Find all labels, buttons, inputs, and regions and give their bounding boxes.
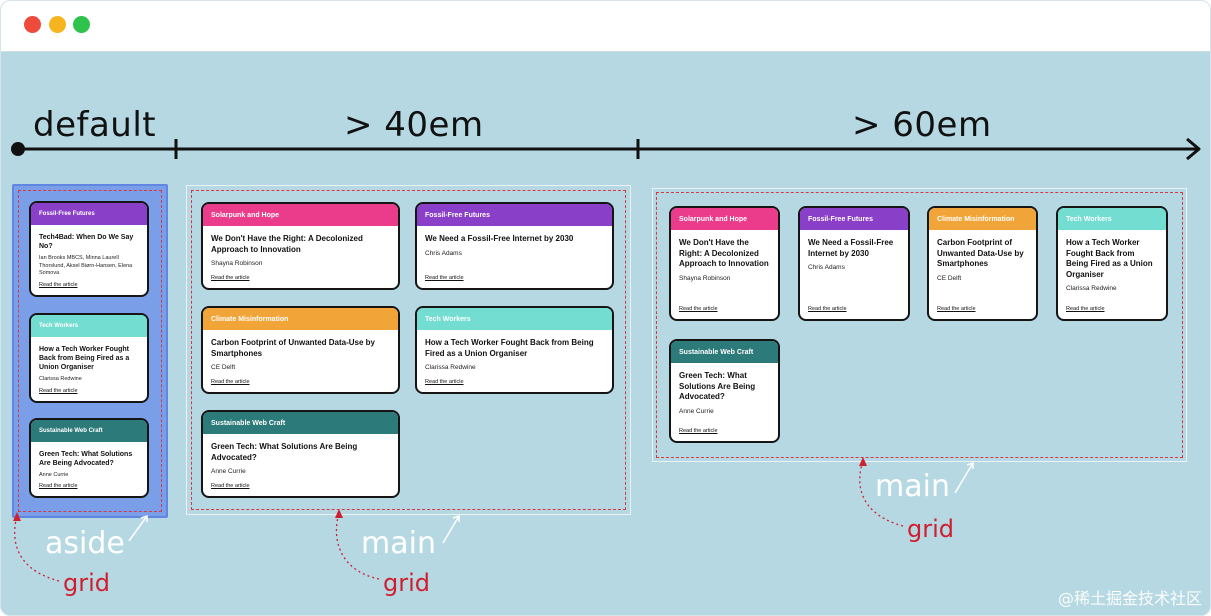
card-title[interactable]: Carbon Footprint of Unwanted Data-Use by… xyxy=(937,238,1024,268)
main-annotation-60em: main xyxy=(875,469,950,504)
card-category-tag[interactable]: Tech Workers xyxy=(417,308,612,330)
watermark: @稀土掘金技术社区 xyxy=(1057,589,1202,608)
card-category-tag[interactable]: Tech Workers xyxy=(31,315,147,337)
card-title[interactable]: We Don't Have the Right: A Decolonized A… xyxy=(211,234,363,254)
minimize-dot-icon[interactable] xyxy=(49,16,66,33)
read-article-link[interactable]: Read the article xyxy=(211,379,250,385)
card-authors: Shayna Robinson xyxy=(211,260,263,267)
card-title[interactable]: We Don't Have the Right: A Decolonized A… xyxy=(679,238,769,268)
aside-grid-annotation: grid xyxy=(63,569,111,597)
card-title[interactable]: Green Tech: What Solutions Are Being Adv… xyxy=(211,442,358,462)
read-article-link[interactable]: Read the article xyxy=(1066,306,1105,312)
main-grid-annotation-40em: grid xyxy=(383,569,431,597)
main-annotation-40em: main xyxy=(361,526,436,561)
card-title[interactable]: We Need a Fossil-Free Internet by 2030 xyxy=(808,238,894,258)
read-article-link[interactable]: Read the article xyxy=(425,275,464,281)
article-card-lg-fossilfree: Fossil-Free Futures We Need a Fossil-Free… xyxy=(798,206,910,321)
card-title[interactable]: We Need a Fossil-Free Internet by 2030 xyxy=(425,234,574,243)
read-article-link[interactable]: Read the article xyxy=(679,428,718,434)
card-category-tag[interactable]: Solarpunk and Hope xyxy=(671,208,778,230)
card-authors: Chris Adams xyxy=(425,249,462,257)
card-authors: Ian Brooks MBCS, Minna Laurell Thorslund… xyxy=(39,255,133,276)
article-card-md-decolonized: Solarpunk and Hope We Don't Have the Righ… xyxy=(201,202,400,290)
card-title[interactable]: Carbon Footprint of Unwanted Data-Use by… xyxy=(211,338,375,358)
breakpoint-label-60em: > 60em xyxy=(852,105,992,145)
card-category-tag[interactable]: Tech Workers xyxy=(1058,208,1166,230)
card-authors: Clarissa Redwine xyxy=(39,376,82,382)
card-authors: Shayna Robinson xyxy=(679,274,731,282)
read-article-link[interactable]: Read the article xyxy=(211,275,250,281)
card-category-tag[interactable]: Sustainable Web Craft xyxy=(203,412,398,434)
read-article-link[interactable]: Read the article xyxy=(39,483,78,489)
breakpoint-label-default: default xyxy=(33,105,157,145)
main-grid-outline-40em xyxy=(191,190,626,510)
card-authors: CE Delft xyxy=(937,274,962,282)
card-category-tag[interactable]: Climate Misinformation xyxy=(203,308,398,330)
timeline-arrow-icon xyxy=(11,137,1201,161)
read-article-link[interactable]: Read the article xyxy=(39,282,78,288)
main-region-40em xyxy=(186,185,631,515)
card-category-tag[interactable]: Climate Misinformation xyxy=(929,208,1036,230)
read-article-link[interactable]: Read the article xyxy=(808,306,847,312)
main-grid-annotation-60em: grid xyxy=(907,515,955,543)
read-article-link[interactable]: Read the article xyxy=(937,306,976,312)
close-dot-icon[interactable] xyxy=(24,16,41,33)
card-title[interactable]: How a Tech Worker Fought Back from Being… xyxy=(1066,238,1153,279)
article-card-lg-decolonized: Solarpunk and Hope We Don't Have the Righ… xyxy=(669,206,780,321)
article-card-md-fossilfree: Fossil-Free Futures We Need a Fossil-Free… xyxy=(415,202,614,290)
card-authors: Anne Currie xyxy=(211,468,246,475)
card-authors: Anne Currie xyxy=(679,407,714,415)
card-category-tag[interactable]: Fossil-Free Futures xyxy=(800,208,908,230)
card-category-tag[interactable]: Fossil-Free Futures xyxy=(417,204,612,226)
read-article-link[interactable]: Read the article xyxy=(39,388,78,394)
card-authors: CE Delft xyxy=(211,364,236,371)
card-category-tag[interactable]: Solarpunk and Hope xyxy=(203,204,398,226)
window-titlebar xyxy=(1,1,1210,52)
read-article-link[interactable]: Read the article xyxy=(679,306,718,312)
card-title[interactable]: Tech4Bad: When Do We Say No? xyxy=(39,234,134,250)
main-region-60em xyxy=(652,188,1187,462)
read-article-link[interactable]: Read the article xyxy=(425,379,464,385)
card-authors: Clarissa Redwine xyxy=(1066,285,1117,292)
main-grid-outline-60em xyxy=(656,192,1183,458)
card-authors: Anne Currie xyxy=(39,472,69,478)
card-category-tag[interactable]: Sustainable Web Craft xyxy=(31,420,147,442)
card-category-tag[interactable]: Fossil-Free Futures xyxy=(31,203,147,225)
card-title[interactable]: How a Tech Worker Fought Back from Being… xyxy=(425,338,594,358)
aside-annotation: aside xyxy=(45,526,125,561)
read-article-link[interactable]: Read the article xyxy=(211,483,250,489)
breakpoint-label-40em: > 40em xyxy=(344,105,484,145)
breakpoint-timeline xyxy=(11,131,1206,171)
card-title[interactable]: How a Tech Worker Fought Back from Being… xyxy=(39,346,130,371)
card-title[interactable]: Green Tech: What Solutions Are Being Adv… xyxy=(679,371,756,401)
card-title[interactable]: Green Tech: What Solutions Are Being Adv… xyxy=(39,451,133,467)
card-category-tag[interactable]: Sustainable Web Craft xyxy=(671,341,778,363)
maximize-dot-icon[interactable] xyxy=(73,16,90,33)
aside-grid-outline xyxy=(18,190,162,512)
card-authors: Clarissa Redwine xyxy=(425,364,476,371)
card-authors: Chris Adams xyxy=(808,264,845,271)
